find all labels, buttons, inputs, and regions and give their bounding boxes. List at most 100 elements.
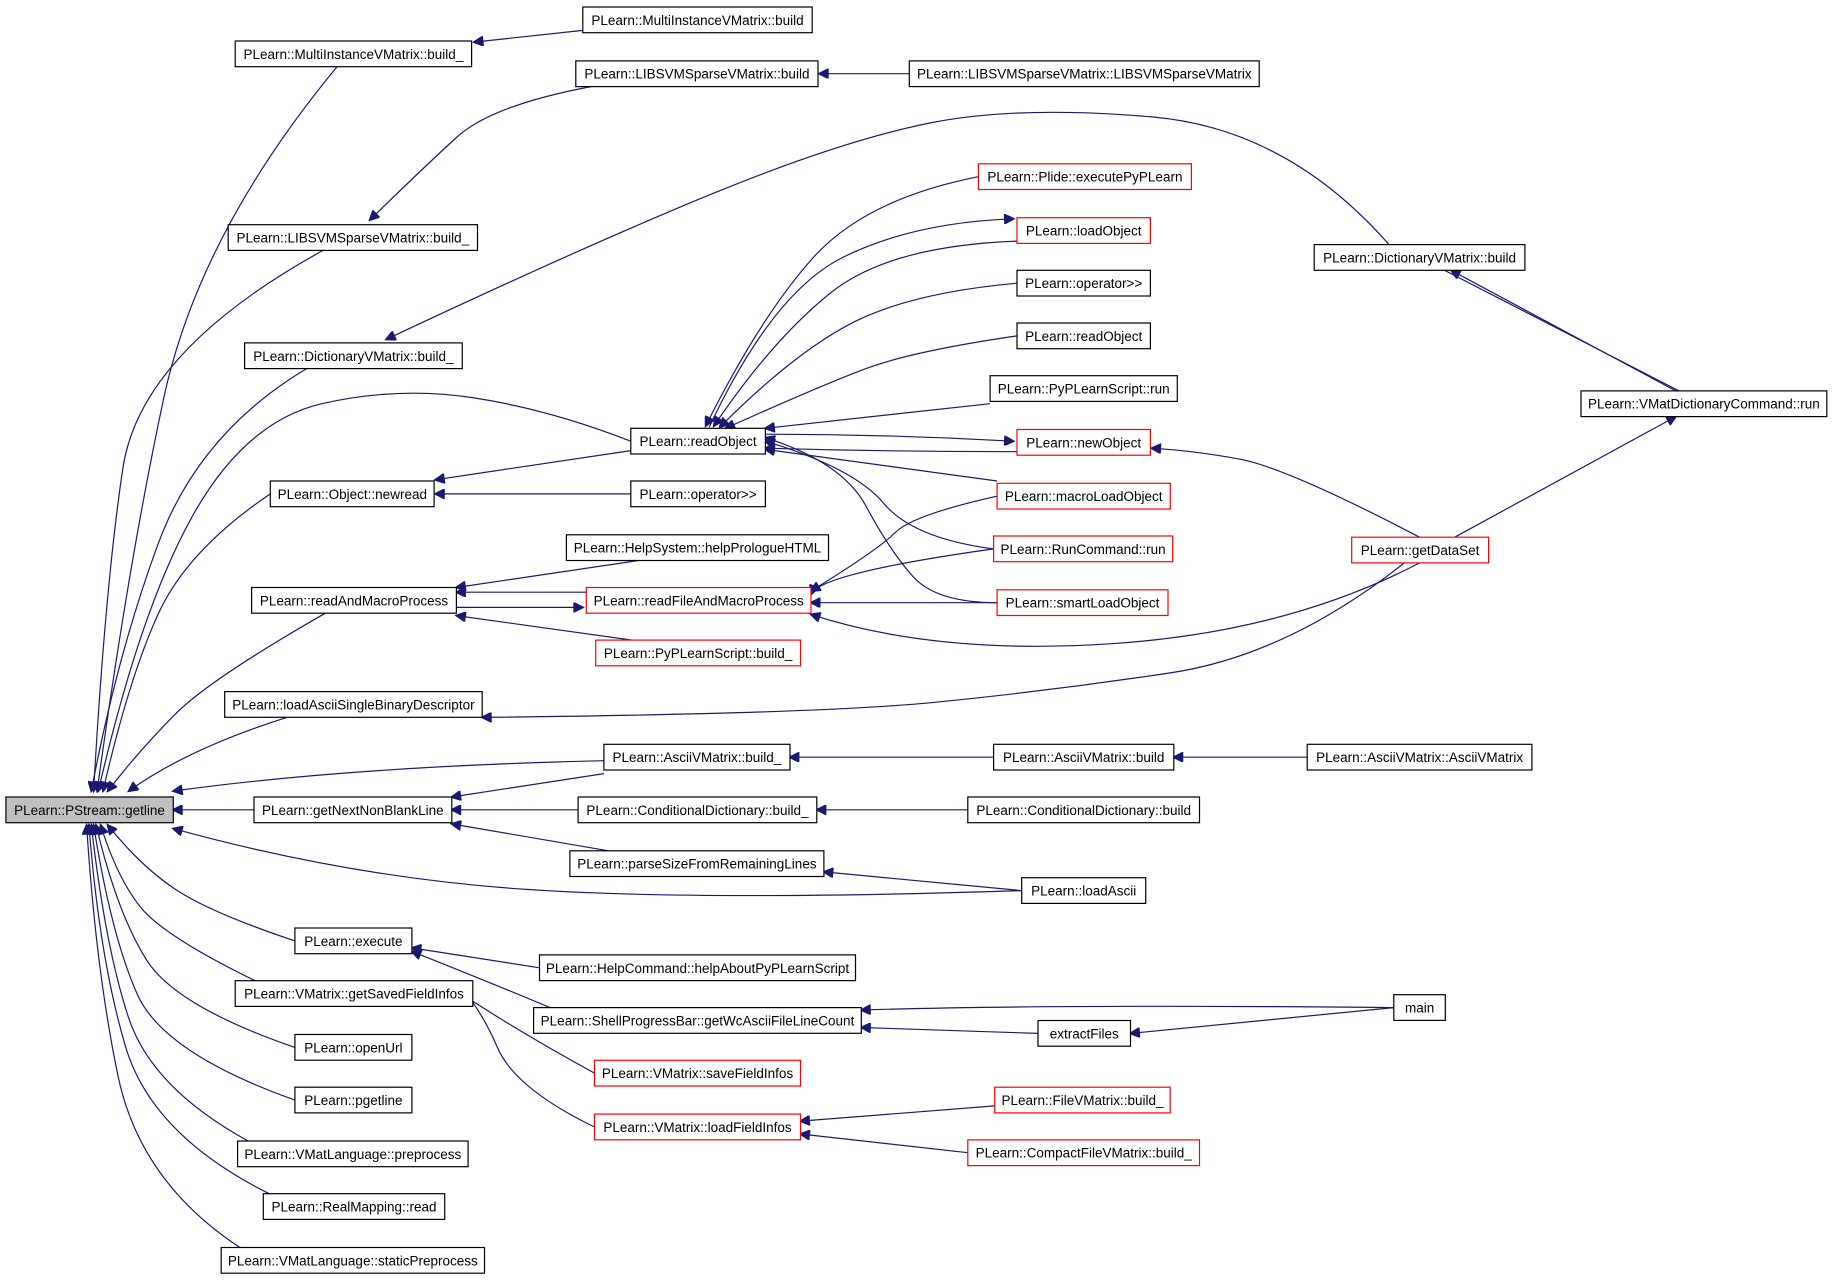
node-box: [227, 224, 479, 251]
node-plide-exec[interactable]: PLearn::Plide::executePyPLearn: [977, 163, 1193, 191]
edge-vmatlang_static-to-getline: [87, 825, 241, 1249]
node-runcommand-run[interactable]: PLearn::RunCommand::run: [992, 535, 1174, 563]
node-libsvm-ctor[interactable]: PLearn::LIBSVMSparseVMatrix::LIBSVMSpars…: [908, 60, 1260, 88]
node-box: [1313, 244, 1526, 271]
node-pgetline[interactable]: PLearn::pgetline: [294, 1086, 413, 1114]
node-pyplearn-run[interactable]: PLearn::PyPLearnScript::run: [989, 375, 1178, 403]
node-box: [244, 342, 463, 370]
node-dict-build[interactable]: PLearn::DictionaryVMatrix::build: [1313, 244, 1526, 271]
node-box: [967, 1139, 1201, 1167]
edge-libsvm_build-to-libsvm_build_: [370, 86, 592, 220]
node-label: PLearn::ConditionalDictionary::build: [976, 803, 1191, 818]
node-box: [582, 6, 813, 34]
node-helpAbout[interactable]: PLearn::HelpCommand::helpAboutPyPLearnSc…: [538, 954, 857, 982]
node-mi-build[interactable]: PLearn::MultiInstanceVMatrix::build: [582, 6, 813, 34]
node-box: [630, 480, 766, 508]
node-getSavedFieldInfos[interactable]: PLearn::VMatrix::getSavedFieldInfos: [234, 980, 474, 1008]
node-box: [577, 796, 818, 824]
node-getline[interactable]: PLearn::PStream::getline: [5, 796, 174, 824]
node-newObject[interactable]: PLearn::newObject: [1016, 428, 1151, 456]
node-label: PLearn::FileVMatrix::build_: [1001, 1093, 1164, 1108]
node-label: PLearn::PyPLearnScript::run: [998, 382, 1170, 397]
node-label: PLearn::VMatrix::saveFieldInfos: [602, 1066, 794, 1081]
node-getDataSet[interactable]: PLearn::getDataSet: [1351, 536, 1490, 564]
node-dict-build-[interactable]: PLearn::DictionaryVMatrix::build_: [244, 342, 463, 370]
node-openUrl[interactable]: PLearn::openUrl: [294, 1033, 413, 1061]
node-readObject-r[interactable]: PLearn::readObject: [1016, 322, 1151, 350]
node-ascii-build-[interactable]: PLearn::AsciiVMatrix::build_: [603, 743, 791, 771]
node-loadAscii[interactable]: PLearn::loadAscii: [1021, 877, 1147, 905]
node-conddict-build[interactable]: PLearn::ConditionalDictionary::build: [967, 796, 1201, 824]
node-vmatdict-run[interactable]: PLearn::VMatDictionaryCommand::run: [1580, 390, 1828, 418]
node-label: PLearn::getDataSet: [1361, 543, 1480, 558]
node-op-rshift-1[interactable]: PLearn::operator>>: [1016, 269, 1151, 297]
nodes: PLearn::PStream::getline PLearn::MultiIns…: [5, 6, 1828, 1274]
node-label: PLearn::AsciiVMatrix::build: [1003, 750, 1164, 765]
edge-loadAscii-to-parseSize: [824, 872, 1022, 892]
node-box: [595, 639, 802, 667]
edge-readAndMacro-to-getline: [108, 612, 326, 791]
node-box: [593, 1113, 802, 1141]
node-getNextNonBlank[interactable]: PLearn::getNextNonBlankLine: [253, 796, 453, 824]
node-parseSize[interactable]: PLearn::parseSizeFromRemainingLines: [569, 850, 825, 878]
node-box: [294, 927, 413, 955]
node-loadObject[interactable]: PLearn::loadObject: [1016, 217, 1151, 244]
node-box: [1037, 1019, 1132, 1047]
node-pyscript-build-[interactable]: PLearn::PyPLearnScript::build_: [595, 639, 802, 667]
node-mi-build-[interactable]: PLearn::MultiInstanceVMatrix::build_: [234, 40, 473, 68]
node-macroLoadObject[interactable]: PLearn::macroLoadObject: [996, 482, 1171, 510]
edge-mi_build-to-mi_build_: [474, 29, 583, 42]
node-filevm-build-[interactable]: PLearn::FileVMatrix::build_: [994, 1086, 1171, 1114]
node-op-rshift-2[interactable]: PLearn::operator>>: [630, 480, 766, 508]
node-box: [220, 1246, 486, 1274]
node-readFileAndMacro[interactable]: PLearn::readFileAndMacroProcess: [585, 586, 812, 614]
node-extractFiles[interactable]: extractFiles: [1037, 1019, 1132, 1047]
edge-ascii_build_-to-getNextNonBlank: [452, 773, 604, 797]
node-newread[interactable]: PLearn::Object::newread: [269, 480, 435, 508]
edge-main-to-shellProgress: [861, 1006, 1394, 1010]
node-vmatlang-static[interactable]: PLearn::VMatLanguage::staticPreprocess: [220, 1246, 486, 1274]
edge-readObject-to-loadObject: [708, 219, 1013, 428]
node-vmatlang-pre[interactable]: PLearn::VMatLanguage::preprocess: [237, 1140, 469, 1168]
node-label: PLearn::DictionaryVMatrix::build: [1323, 251, 1516, 266]
edge-execute-to-getline: [108, 825, 296, 942]
node-compactfile-build-[interactable]: PLearn::CompactFileVMatrix::build_: [967, 1139, 1201, 1167]
edge-libsvm_build_-to-getline: [94, 249, 324, 791]
node-libsvm-build[interactable]: PLearn::LIBSVMSparseVMatrix::build: [575, 60, 819, 88]
node-label: PLearn::newObject: [1026, 435, 1141, 450]
node-smartLoadObject[interactable]: PLearn::smartLoadObject: [996, 589, 1169, 617]
edge-readObject_r-to-readObject: [726, 335, 1018, 428]
node-shellProgress[interactable]: PLearn::ShellProgressBar::getWcAsciiFile…: [532, 1006, 862, 1034]
node-libsvm-build-[interactable]: PLearn::LIBSVMSparseVMatrix::build_: [227, 224, 479, 251]
node-box: [1016, 428, 1151, 456]
node-box: [234, 40, 473, 68]
node-label: PLearn::loadObject: [1026, 224, 1142, 239]
edge-smartLoadObject-to-readObject: [765, 438, 998, 604]
node-saveFieldInfos[interactable]: PLearn::VMatrix::saveFieldInfos: [593, 1059, 802, 1087]
node-label: PLearn::MultiInstanceVMatrix::build: [591, 13, 803, 28]
node-box: [977, 163, 1193, 191]
node-loadFieldInfos[interactable]: PLearn::VMatrix::loadFieldInfos: [593, 1113, 802, 1141]
node-box: [251, 586, 458, 614]
node-label: PLearn::HelpSystem::helpPrologueHTML: [574, 541, 822, 556]
node-label: PLearn::AsciiVMatrix::build_: [612, 750, 781, 765]
node-ascii-ctor[interactable]: PLearn::AsciiVMatrix::AsciiVMatrix: [1306, 743, 1533, 771]
node-label: PLearn::pgetline: [304, 1093, 402, 1108]
node-box: [538, 954, 857, 982]
node-readAndMacro[interactable]: PLearn::readAndMacroProcess: [251, 586, 458, 614]
node-readObject[interactable]: PLearn::readObject: [630, 427, 766, 455]
node-loadAsciiSBD[interactable]: PLearn::loadAsciiSingleBinaryDescriptor: [224, 690, 483, 718]
node-realmapping-read[interactable]: PLearn::RealMapping::read: [262, 1193, 446, 1220]
node-ascii-build[interactable]: PLearn::AsciiVMatrix::build: [992, 743, 1175, 771]
edge-mi_build_-to-getline: [97, 66, 338, 791]
node-label: PLearn::AsciiVMatrix::AsciiVMatrix: [1316, 750, 1523, 765]
edge-loadAscii-to-getline: [173, 829, 1022, 897]
node-box: [294, 1086, 413, 1114]
node-conddict-build-[interactable]: PLearn::ConditionalDictionary::build_: [577, 796, 818, 824]
node-label: PLearn::macroLoadObject: [1005, 489, 1163, 504]
node-main[interactable]: main: [1393, 994, 1446, 1022]
node-helpPrologue[interactable]: PLearn::HelpSystem::helpPrologueHTML: [565, 534, 830, 562]
node-execute[interactable]: PLearn::execute: [294, 927, 413, 955]
node-label: extractFiles: [1050, 1026, 1119, 1041]
node-label: PLearn::VMatLanguage::staticPreprocess: [228, 1253, 478, 1268]
